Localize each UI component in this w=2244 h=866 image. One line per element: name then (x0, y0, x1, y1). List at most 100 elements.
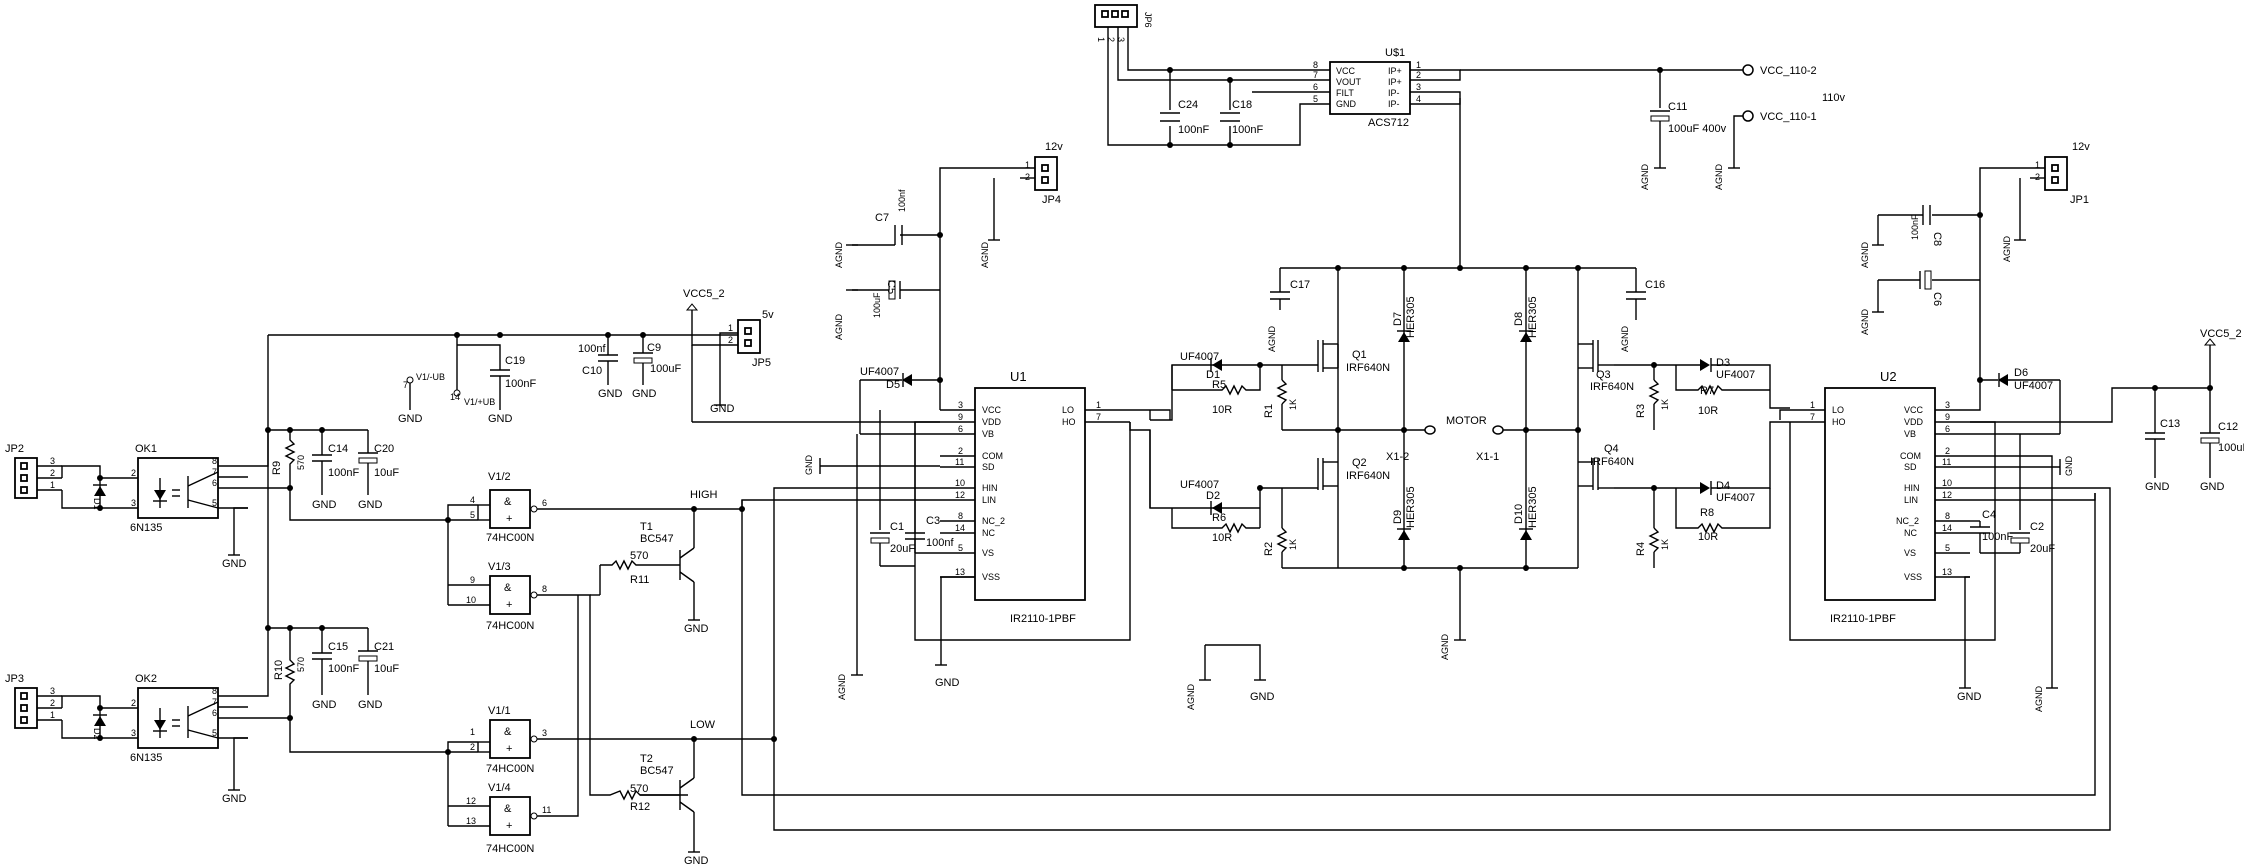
svg-text:AGND: AGND (834, 241, 844, 268)
svg-text:SD: SD (1904, 462, 1917, 472)
svg-text:5: 5 (212, 728, 217, 738)
svg-text:HIN: HIN (1904, 483, 1920, 493)
svg-text:JP5: JP5 (752, 357, 771, 369)
svg-text:D7: D7 (1392, 312, 1404, 326)
control-signal-routes: AGND GND (739, 409, 1790, 742)
svg-text:8: 8 (542, 584, 547, 594)
svg-text:9: 9 (958, 412, 963, 422)
svg-text:14: 14 (955, 523, 965, 533)
svg-text:10uF: 10uF (374, 663, 399, 675)
svg-text:1K: 1K (1288, 399, 1298, 410)
svg-text:R10: R10 (273, 660, 285, 680)
svg-text:AGND: AGND (2034, 685, 2044, 712)
svg-text:100nF: 100nF (1232, 124, 1263, 136)
svg-text:C18: C18 (1232, 99, 1252, 111)
svg-text:OK2: OK2 (135, 673, 157, 685)
svg-text:2: 2 (1106, 37, 1116, 42)
svg-text:Q1: Q1 (1352, 349, 1367, 361)
svg-text:IRF640N: IRF640N (1590, 456, 1634, 468)
svg-text:C21: C21 (374, 641, 394, 653)
svg-text:1: 1 (1416, 60, 1421, 70)
svg-text:3: 3 (131, 498, 136, 508)
svg-text:V1/3: V1/3 (488, 561, 511, 573)
svg-text:11: 11 (955, 457, 964, 467)
svg-text:GND: GND (222, 793, 247, 805)
svg-text:JP3: JP3 (5, 673, 24, 685)
svg-text:IP-: IP- (1388, 88, 1400, 98)
svg-text:IR2110-1PBF: IR2110-1PBF (1010, 613, 1076, 625)
svg-text:UF4007: UF4007 (860, 366, 899, 378)
svg-text:2: 2 (728, 335, 733, 345)
svg-text:NC_2: NC_2 (982, 516, 1005, 526)
nand-gate-v1-3: & + V1/3 74HC00N 9 10 8 (447, 520, 578, 632)
nand-gate-v1-2: & + V1/2 74HC00N 4 5 6 (470, 471, 740, 544)
svg-text:1: 1 (1096, 400, 1101, 410)
svg-text:100nf: 100nf (897, 189, 907, 212)
svg-text:LIN: LIN (982, 495, 996, 505)
svg-text:7: 7 (212, 697, 217, 707)
5v-rail: VCC5_2 5v JP5 1 2 GND 100nf C10 GND C9 1… (265, 288, 774, 628)
low-label: LOW (690, 719, 716, 731)
svg-text:570: 570 (630, 550, 648, 562)
svg-text:C14: C14 (328, 443, 348, 455)
svg-text:5: 5 (1313, 94, 1318, 104)
svg-text:GND: GND (358, 699, 383, 711)
svg-text:100nF: 100nF (1178, 124, 1209, 136)
svg-text:D6: D6 (2014, 367, 2028, 379)
nand-gate-v1-1: & + V1/1 74HC00N 1 2 3 (470, 705, 775, 775)
svg-text:VSS: VSS (982, 572, 1000, 582)
vcc110-1-label: VCC_110-1 (1760, 111, 1817, 123)
svg-text:11: 11 (1942, 457, 1951, 467)
svg-text:IR2110-1PBF: IR2110-1PBF (1830, 613, 1896, 625)
svg-text:3: 3 (542, 728, 547, 738)
jp6-connector: JP6 1 2 3 (1094, 4, 1153, 42)
svg-text:IRF640N: IRF640N (1346, 362, 1390, 374)
svg-text:R9: R9 (271, 461, 283, 475)
svg-text:AGND: AGND (1714, 163, 1724, 190)
svg-text:BC547: BC547 (640, 765, 674, 777)
svg-text:+: + (506, 599, 512, 611)
svg-text:R12: R12 (630, 801, 650, 813)
svg-text:D9: D9 (1392, 510, 1404, 524)
svg-text:C4: C4 (1982, 509, 1996, 521)
svg-text:LO: LO (1832, 405, 1844, 415)
mosfet-q1: Q1 IRF640N (1300, 340, 1390, 374)
svg-text:C7: C7 (875, 212, 889, 224)
svg-text:5: 5 (1945, 543, 1950, 553)
r9-resistor: R9 570 C14 100nF GND C20 10uF GND (268, 427, 478, 523)
svg-text:12: 12 (955, 490, 965, 500)
vcc110-wiring: VCC_110-2 C11 100uF 400v AGND VCC_110-1 … (1430, 64, 1846, 268)
svg-text:VDD: VDD (1904, 417, 1924, 427)
optocoupler-ok2: OK2 6N135 D2 2 3 8 7 6 5 GND (61, 628, 293, 805)
svg-text:100nF: 100nF (1910, 214, 1920, 240)
svg-text:R3: R3 (1635, 404, 1647, 418)
svg-text:JP2: JP2 (5, 443, 24, 455)
svg-text:&: & (504, 803, 512, 815)
svg-text:2: 2 (1025, 172, 1030, 182)
svg-text:10R: 10R (1212, 404, 1232, 416)
svg-text:IP-: IP- (1388, 99, 1400, 109)
svg-text:3: 3 (50, 456, 55, 466)
svg-text:C1: C1 (890, 521, 904, 533)
svg-text:AGND: AGND (980, 241, 990, 268)
svg-text:HER305: HER305 (1405, 296, 1417, 338)
svg-text:1: 1 (50, 710, 55, 720)
svg-text:20uF: 20uF (2030, 543, 2055, 555)
diode-d9: D9 HER305 (1392, 430, 1417, 568)
svg-text:GND: GND (632, 388, 657, 400)
transistor-t2: T2 BC547 570 R12 GND LOW (630, 719, 716, 866)
svg-text:570: 570 (296, 455, 306, 470)
jp2-connector: JP2 3 2 1 (5, 443, 62, 499)
svg-text:&: & (504, 726, 512, 738)
svg-text:10: 10 (955, 478, 965, 488)
svg-text:C3: C3 (926, 515, 940, 527)
svg-text:C17: C17 (1290, 279, 1310, 291)
svg-text:12v: 12v (1045, 141, 1063, 153)
svg-text:NC: NC (1904, 528, 1917, 538)
svg-text:100nF: 100nF (505, 378, 536, 390)
svg-text:C11: C11 (1668, 101, 1687, 113)
svg-text:20uF: 20uF (890, 543, 915, 555)
svg-text:9: 9 (1945, 412, 1950, 422)
svg-text:IRF640N: IRF640N (1346, 470, 1390, 482)
